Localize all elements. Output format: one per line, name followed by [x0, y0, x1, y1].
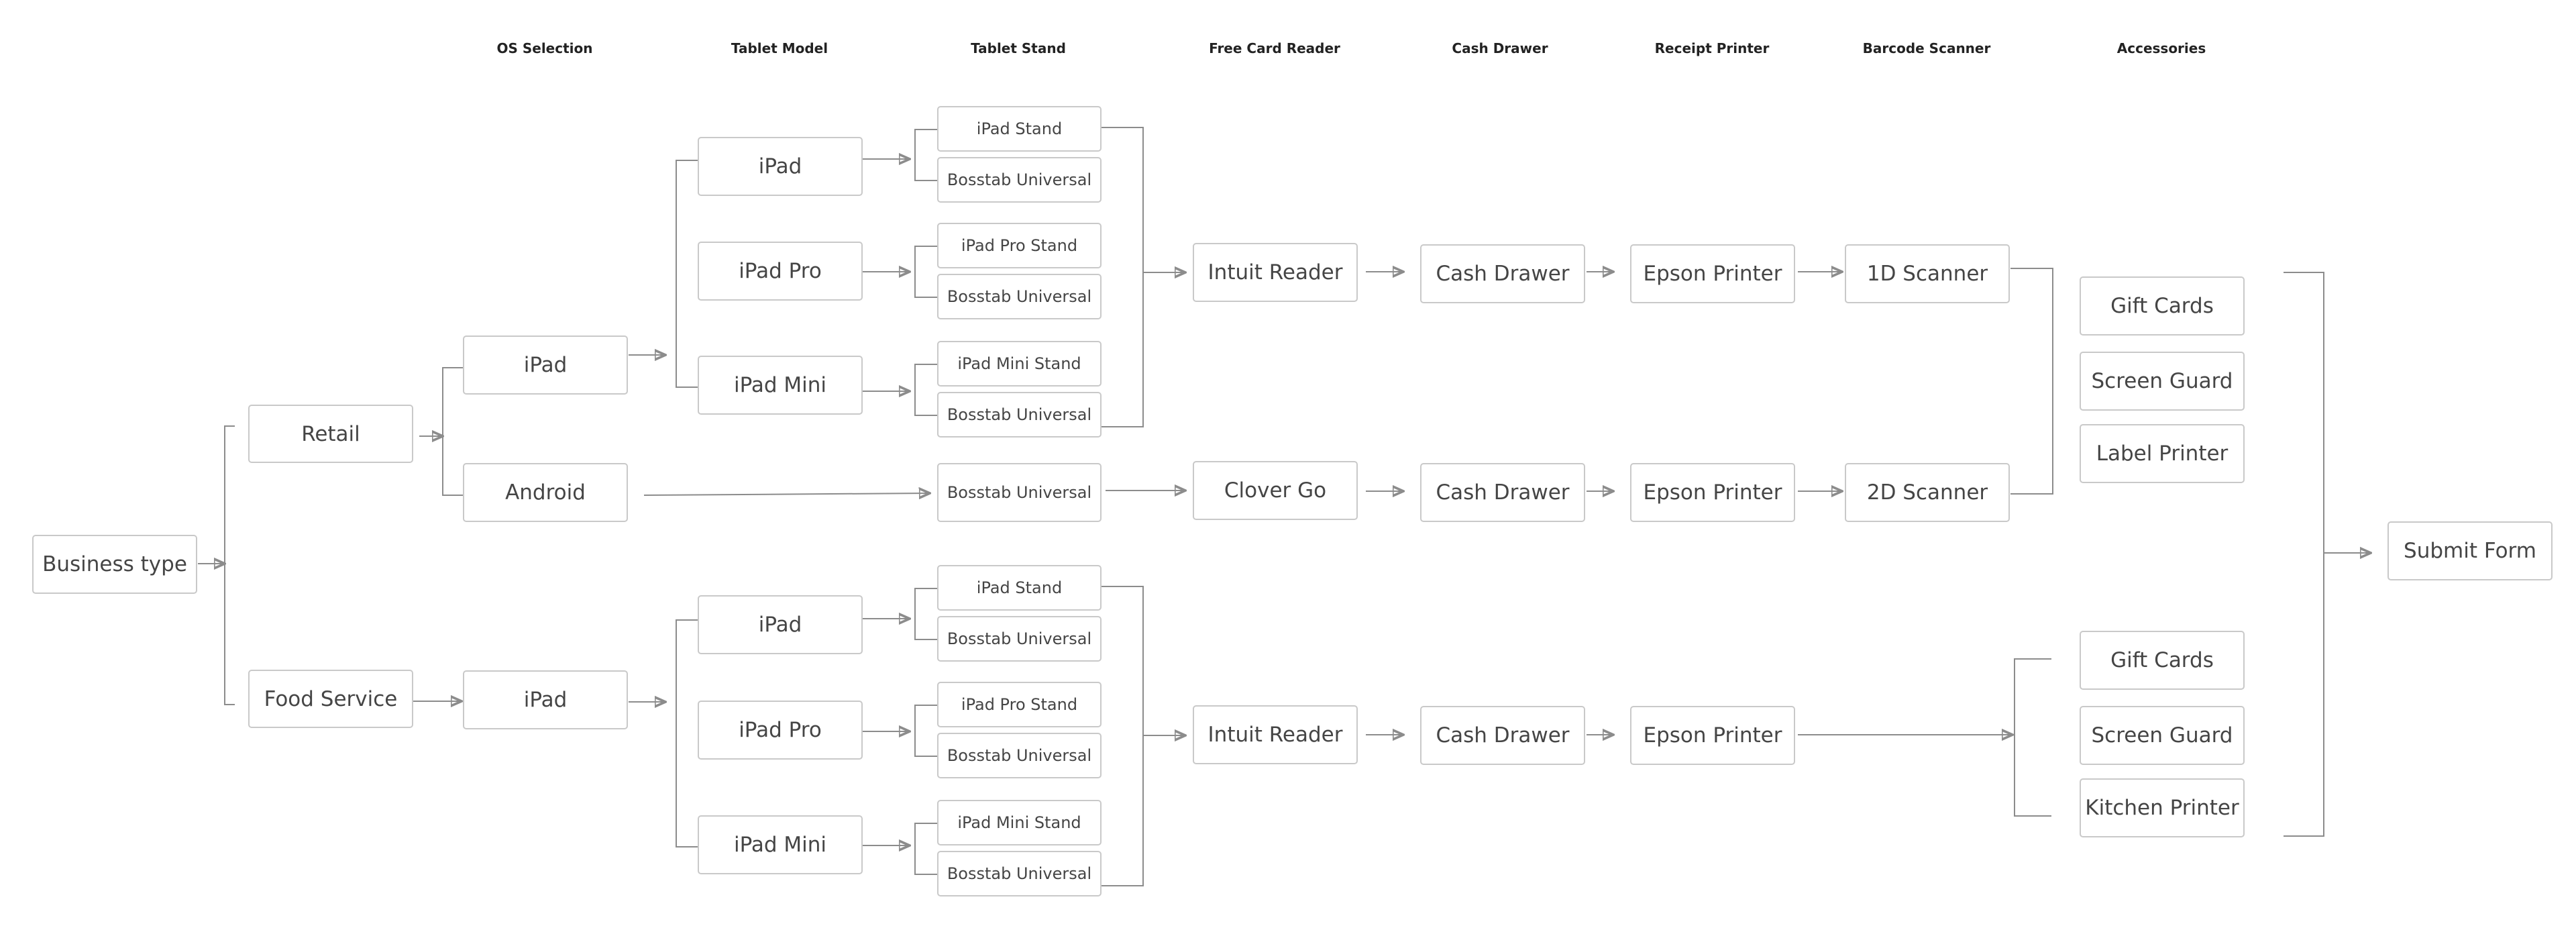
reader-intuit-food-node: Intuit Reader [1193, 705, 1358, 764]
header-free-card-reader: Free Card Reader [1209, 40, 1340, 56]
model-ipad-pro-food-node: iPad Pro [698, 701, 863, 760]
connector [914, 129, 937, 181]
stand-ipad-pro-food-node: iPad Pro Stand [937, 682, 1102, 727]
stand-ipad-bosstab-retail-node: Bosstab Universal [937, 157, 1102, 203]
stand-ipad-mini-bosstab-retail-node: Bosstab Universal [937, 392, 1102, 438]
food-service-node: Food Service [248, 670, 413, 728]
cash-drawer-food-node: Cash Drawer [1420, 706, 1585, 765]
connector [1102, 586, 1144, 886]
reader-intuit-retail-node: Intuit Reader [1193, 243, 1358, 302]
model-ipad-mini-retail-node: iPad Mini [698, 356, 863, 415]
header-accessories: Accessories [2116, 40, 2206, 56]
connector [914, 588, 937, 640]
cash-drawer-android-node: Cash Drawer [1420, 463, 1585, 522]
epson-printer-food-node: Epson Printer [1630, 706, 1795, 765]
retail-node: Retail [248, 405, 413, 463]
connector [2010, 268, 2053, 495]
os-android-node: Android [463, 463, 628, 522]
connector [914, 246, 937, 298]
connector [2014, 658, 2051, 817]
submit-form-node: Submit Form [2387, 521, 2553, 580]
header-barcode-scanner: Barcode Scanner [1862, 40, 1991, 56]
stand-android-bosstab-node: Bosstab Universal [937, 463, 1102, 522]
connector [442, 367, 463, 496]
stand-ipad-food-node: iPad Stand [937, 565, 1102, 611]
connector [676, 160, 698, 388]
header-receipt-printer: Receipt Printer [1654, 40, 1770, 56]
accessory-gift-cards-retail-node: Gift Cards [2080, 276, 2245, 336]
connector [224, 425, 235, 705]
header-os-selection: OS Selection [496, 40, 593, 56]
connector [643, 493, 930, 495]
model-ipad-pro-retail-node: iPad Pro [698, 242, 863, 301]
stand-ipad-bosstab-food-node: Bosstab Universal [937, 616, 1102, 662]
business-type-node: Business type [32, 535, 197, 594]
header-tablet-model: Tablet Model [731, 40, 828, 56]
model-ipad-retail-node: iPad [698, 137, 863, 196]
os-ipad-retail-node: iPad [463, 336, 628, 395]
cash-drawer-retail-ios-node: Cash Drawer [1420, 244, 1585, 303]
model-ipad-mini-food-node: iPad Mini [698, 815, 863, 874]
stand-ipad-pro-retail-node: iPad Pro Stand [937, 223, 1102, 268]
accessory-screen-guard-food-node: Screen Guard [2080, 706, 2245, 765]
accessory-label-printer-node: Label Printer [2080, 424, 2245, 483]
stand-ipad-mini-retail-node: iPad Mini Stand [937, 341, 1102, 387]
reader-clover-go-node: Clover Go [1193, 461, 1358, 520]
stand-ipad-pro-bosstab-food-node: Bosstab Universal [937, 733, 1102, 778]
accessory-screen-guard-retail-node: Screen Guard [2080, 352, 2245, 411]
os-ipad-food-node: iPad [463, 670, 628, 729]
connector [914, 705, 937, 757]
stand-ipad-mini-bosstab-food-node: Bosstab Universal [937, 851, 1102, 896]
stand-ipad-retail-node: iPad Stand [937, 106, 1102, 152]
connector [2284, 272, 2324, 837]
header-cash-drawer: Cash Drawer [1452, 40, 1548, 56]
stand-ipad-mini-food-node: iPad Mini Stand [937, 800, 1102, 845]
scanner-2d-node: 2D Scanner [1845, 463, 2010, 522]
scanner-1d-node: 1D Scanner [1845, 244, 2010, 303]
accessory-gift-cards-food-node: Gift Cards [2080, 631, 2245, 690]
connector [914, 364, 937, 416]
stand-ipad-pro-bosstab-retail-node: Bosstab Universal [937, 274, 1102, 319]
connector [676, 619, 698, 847]
accessory-kitchen-printer-node: Kitchen Printer [2080, 778, 2245, 837]
epson-printer-android-node: Epson Printer [1630, 463, 1795, 522]
header-tablet-stand: Tablet Stand [971, 40, 1066, 56]
connector [1102, 127, 1144, 427]
connector [914, 823, 937, 875]
epson-printer-retail-ios-node: Epson Printer [1630, 244, 1795, 303]
model-ipad-food-node: iPad [698, 595, 863, 654]
